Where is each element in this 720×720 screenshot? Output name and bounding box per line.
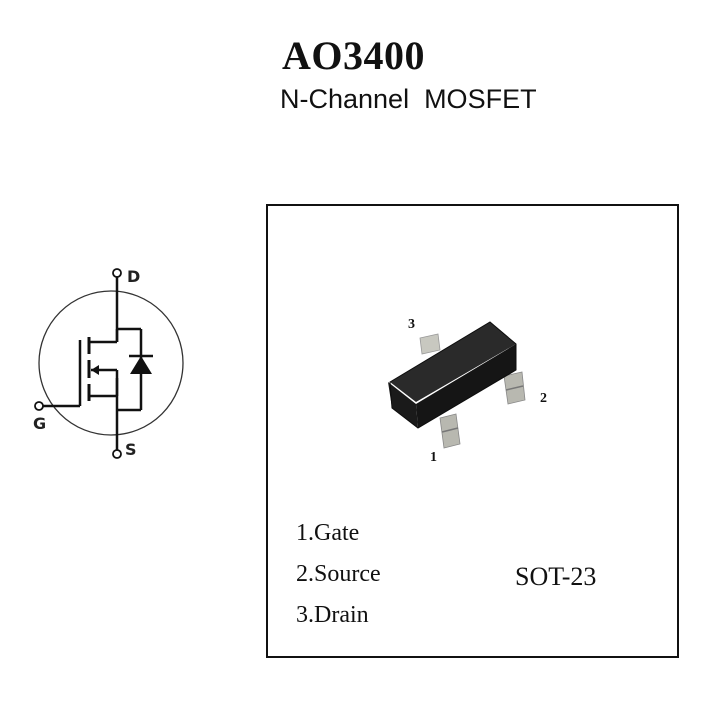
- pin-gate: 1.Gate: [296, 520, 360, 546]
- n-channel-mosfet-icon: [34, 268, 184, 459]
- pin-marker-2: 2: [540, 391, 547, 406]
- pin-marker-3: 3: [408, 317, 415, 332]
- sot23-package-image: 3 2 1: [380, 300, 560, 470]
- part-description: N-Channel MOSFET: [280, 84, 537, 114]
- pin-drain: 3.Drain: [296, 602, 369, 628]
- sot23-chip-icon: [388, 321, 526, 449]
- package-name: SOT-23: [515, 562, 597, 591]
- source-terminal-label: S: [125, 440, 137, 459]
- pin-source: 2.Source: [296, 561, 381, 587]
- part-number-title: AO3400: [282, 33, 425, 78]
- package-frame: [266, 204, 679, 658]
- drain-terminal-label: D: [127, 267, 141, 286]
- mosfet-symbol: D G S: [25, 260, 195, 460]
- pin-assignment-list: 1.Gate 2.Source 3.Drain: [296, 513, 381, 636]
- gate-terminal-label: G: [33, 414, 47, 433]
- pin-marker-1: 1: [430, 450, 437, 465]
